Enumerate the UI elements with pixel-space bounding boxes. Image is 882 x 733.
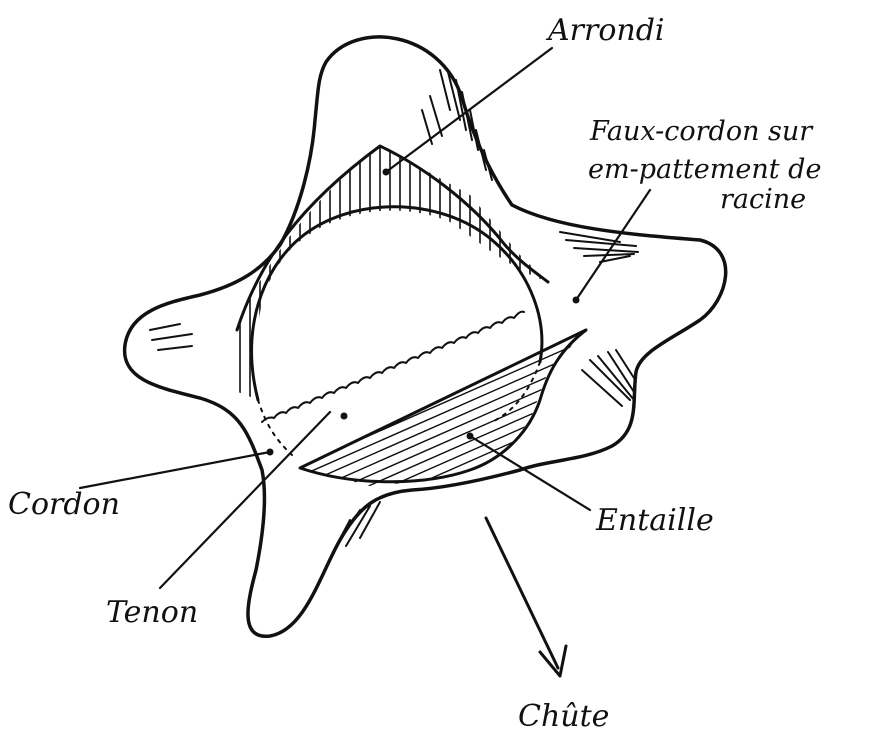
notch-hatching: [280, 265, 620, 545]
label-chute: Chûte: [518, 699, 609, 733]
label-faux-cordon-line3: racine: [720, 184, 806, 215]
label-arrondi: Arrondi: [545, 13, 665, 48]
bark-shading: [150, 70, 638, 550]
fall-direction-arrow: [486, 518, 566, 676]
label-tenon: Tenon: [106, 595, 198, 630]
label-cordon: Cordon: [8, 487, 120, 522]
label-entaille: Entaille: [595, 503, 714, 538]
notch-outline: [300, 330, 586, 482]
back-cut-edge: [237, 146, 548, 330]
label-faux-cordon-line2: em-pattement de: [588, 154, 821, 185]
label-faux-cordon-line1: Faux-cordon sur: [589, 116, 814, 147]
arrondi-hatching: [230, 140, 540, 420]
